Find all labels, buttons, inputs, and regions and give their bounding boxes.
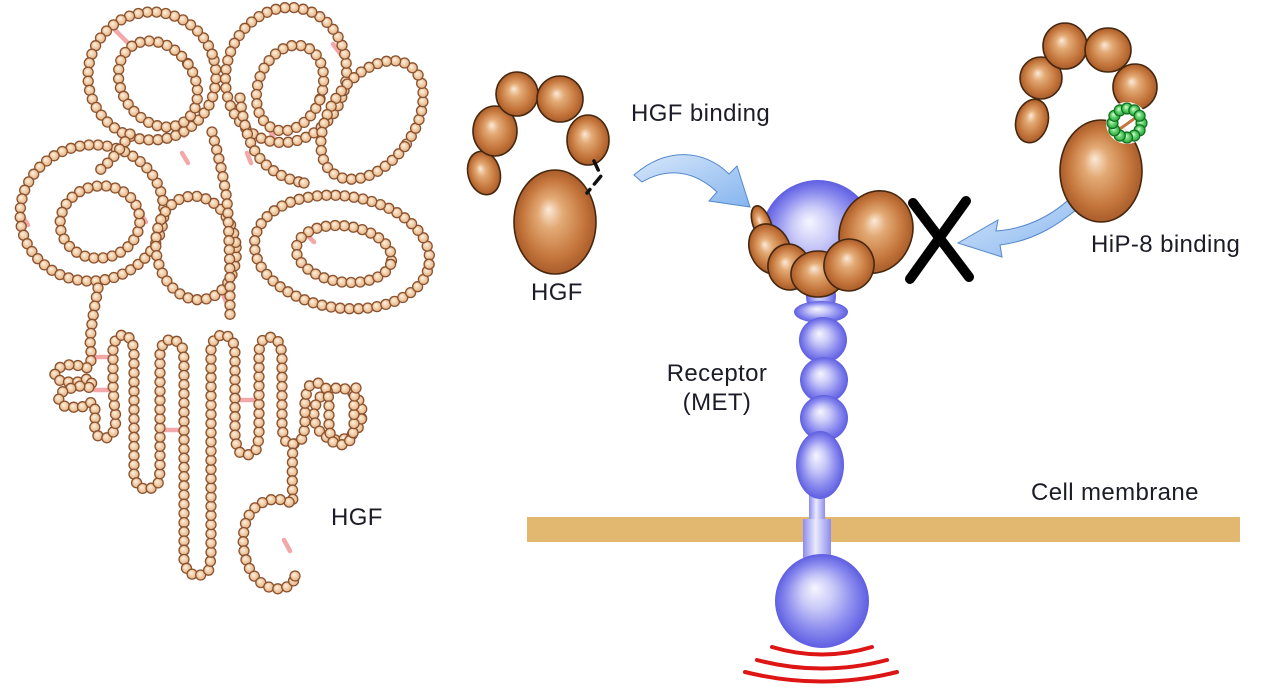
signal-waves-icon (743, 645, 899, 684)
cell-membrane-bar (527, 517, 1240, 542)
met-receptor (761, 180, 875, 648)
receptor-label-line1: Receptor (666, 360, 768, 387)
hip8-binding-arrow-icon (956, 186, 1093, 258)
free-hgf-molecule (466, 71, 610, 275)
free-hgf-label: HGF (531, 279, 583, 306)
bound-hgf-molecule (748, 189, 914, 298)
receptor-label: Receptor (MET) (636, 359, 798, 417)
hip8-hgf-molecule (1014, 22, 1158, 223)
hgf-binding-arrow-icon (633, 154, 751, 208)
hgf-binding-label: HGF binding (631, 100, 771, 127)
hip8-binding-label: HiP-8 binding (1091, 231, 1241, 258)
x-cross-icon (905, 196, 974, 284)
cell-membrane-label: Cell membrane (1031, 479, 1199, 506)
receptor-label-line2: (MET) (682, 389, 752, 416)
hgf-bead-structure (14, 1, 435, 595)
hgf-structure-label: HGF (331, 504, 383, 531)
